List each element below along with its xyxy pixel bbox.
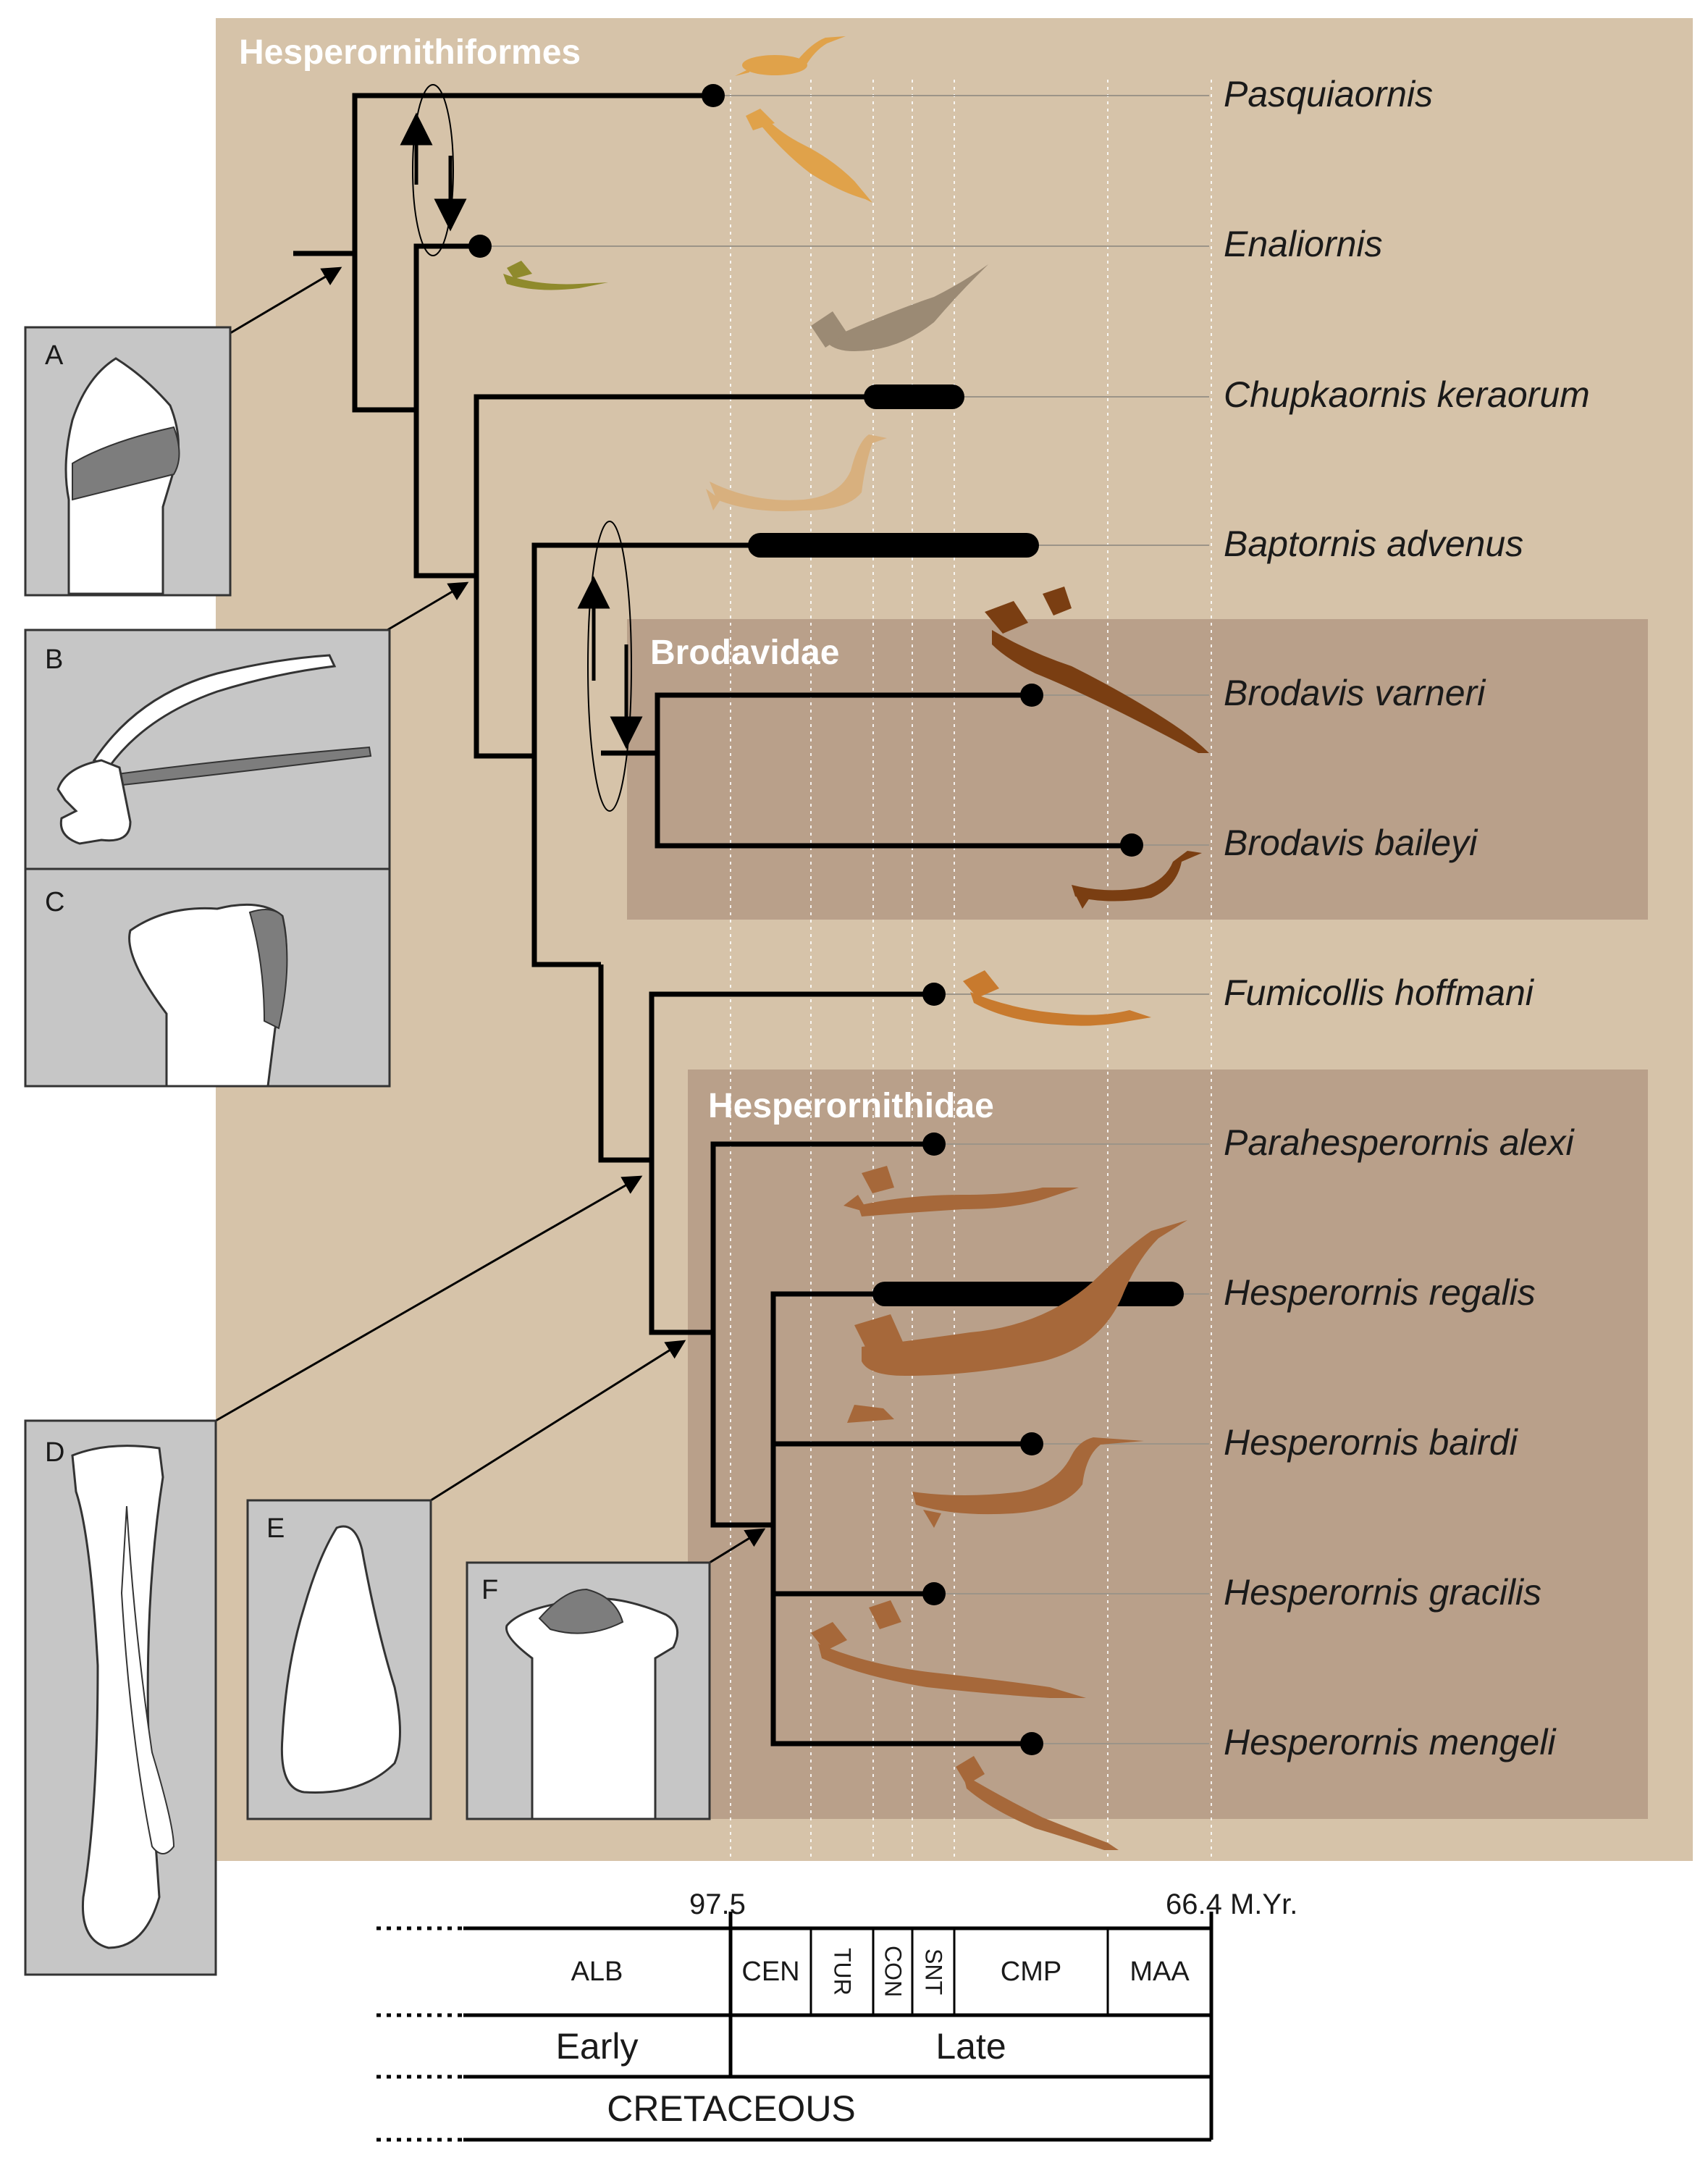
stage-cmp: CMP <box>1000 1956 1062 1987</box>
terminal-dot <box>702 84 725 107</box>
stage-snt: SNT <box>920 1949 947 1995</box>
panel-letter-d: D <box>45 1437 65 1468</box>
terminal-dots <box>468 84 1143 1755</box>
bone-panel-d <box>24 1419 217 1976</box>
terminal-dot <box>1020 684 1043 707</box>
taxon-label: Brodavis varneri <box>1224 673 1486 713</box>
bone-panel-f <box>466 1561 711 1820</box>
ecology-shift-arrow-1 <box>400 84 467 256</box>
clade-label-brodavidae: Brodavidae <box>650 634 840 672</box>
taxon-label: Hesperornis bairdi <box>1224 1422 1518 1463</box>
taxon-label: Brodavis baileyi <box>1224 823 1478 863</box>
epoch-early: Early <box>555 2025 639 2067</box>
terminal-dot <box>1020 1732 1043 1755</box>
taxon-label: Pasquiaornis <box>1224 74 1434 114</box>
pointer-arrows <box>62 266 766 1797</box>
taxon-label: Fumicollis hoffmani <box>1224 972 1534 1013</box>
bird-silhouette-hesperornis-bairdi <box>912 1437 1144 1528</box>
bone-panel-a <box>24 326 232 597</box>
stage-maa: MAA <box>1129 1956 1190 1987</box>
panel-letter-a: A <box>45 340 64 371</box>
panel-letter-e: E <box>266 1513 285 1544</box>
taxon-label: Baptornis advenus <box>1224 524 1524 564</box>
terminal-dot <box>468 235 492 258</box>
bone-panel-b <box>24 629 391 870</box>
bird-silhouette-chupkaornis <box>811 264 988 351</box>
stage-con: CON <box>880 1946 906 1998</box>
clade-label-hesperornithidae: Hesperornithidae <box>708 1087 994 1125</box>
stage-alb: ALB <box>571 1956 623 1987</box>
taxon-label: Enaliornis <box>1224 224 1383 264</box>
bird-silhouette-hesperornis-mengeli <box>956 1756 1119 1850</box>
terminal-dot <box>922 983 946 1006</box>
bird-silhouette-brodavis-baileyi <box>1072 851 1202 909</box>
time-tick-label-start: 97.5 <box>689 1888 746 1920</box>
panel-letter-f: F <box>481 1575 499 1605</box>
taxon-label: Hesperornis gracilis <box>1224 1572 1542 1613</box>
bird-silhouette-pasquiaornis-2 <box>746 109 872 203</box>
bird-silhouette-brodavis-varneri <box>985 587 1209 753</box>
ecology-shift-arrow-2 <box>577 521 643 812</box>
bird-silhouette-enaliornis <box>503 261 608 290</box>
stage-tur: TUR <box>829 1948 856 1996</box>
taxon-label: Hesperornis regalis <box>1224 1272 1536 1313</box>
bird-silhouette-parahesperornis <box>844 1166 1079 1216</box>
bird-silhouette-pasquiaornis-1 <box>735 36 846 76</box>
terminal-dot <box>1020 1432 1043 1455</box>
clade-label-hesperornithiformes: Hesperornithiformes <box>239 33 581 72</box>
brodavidae-background <box>627 619 1648 920</box>
timescale-table <box>376 1912 1213 2142</box>
panel-letter-c: C <box>45 887 65 917</box>
panel-letter-b: B <box>45 644 64 675</box>
bird-silhouette-fumicollis <box>963 970 1151 1026</box>
terminal-dot <box>922 1132 946 1156</box>
taxon-label: Parahesperornis alexi <box>1224 1122 1574 1163</box>
taxon-label: Chupkaornis keraorum <box>1224 374 1590 415</box>
terminal-dot <box>1120 833 1143 857</box>
terminal-dot <box>922 1582 946 1605</box>
bird-silhouette-hesperornis-gracilis <box>811 1600 1086 1698</box>
taxon-label: Hesperornis mengeli <box>1224 1722 1556 1762</box>
bird-silhouette-baptornis <box>706 434 887 511</box>
range-bars <box>748 384 1184 1306</box>
bone-panel-e <box>246 1499 432 1820</box>
bird-silhouette-hesperornis-regalis <box>847 1220 1187 1423</box>
epoch-late: Late <box>935 2025 1006 2067</box>
stage-cen: CEN <box>741 1956 800 1987</box>
bone-panel-c <box>24 867 391 1088</box>
period-cretaceous: CRETACEOUS <box>607 2088 856 2129</box>
time-tick-label-end: 66.4 M.Yr. <box>1166 1888 1298 1920</box>
